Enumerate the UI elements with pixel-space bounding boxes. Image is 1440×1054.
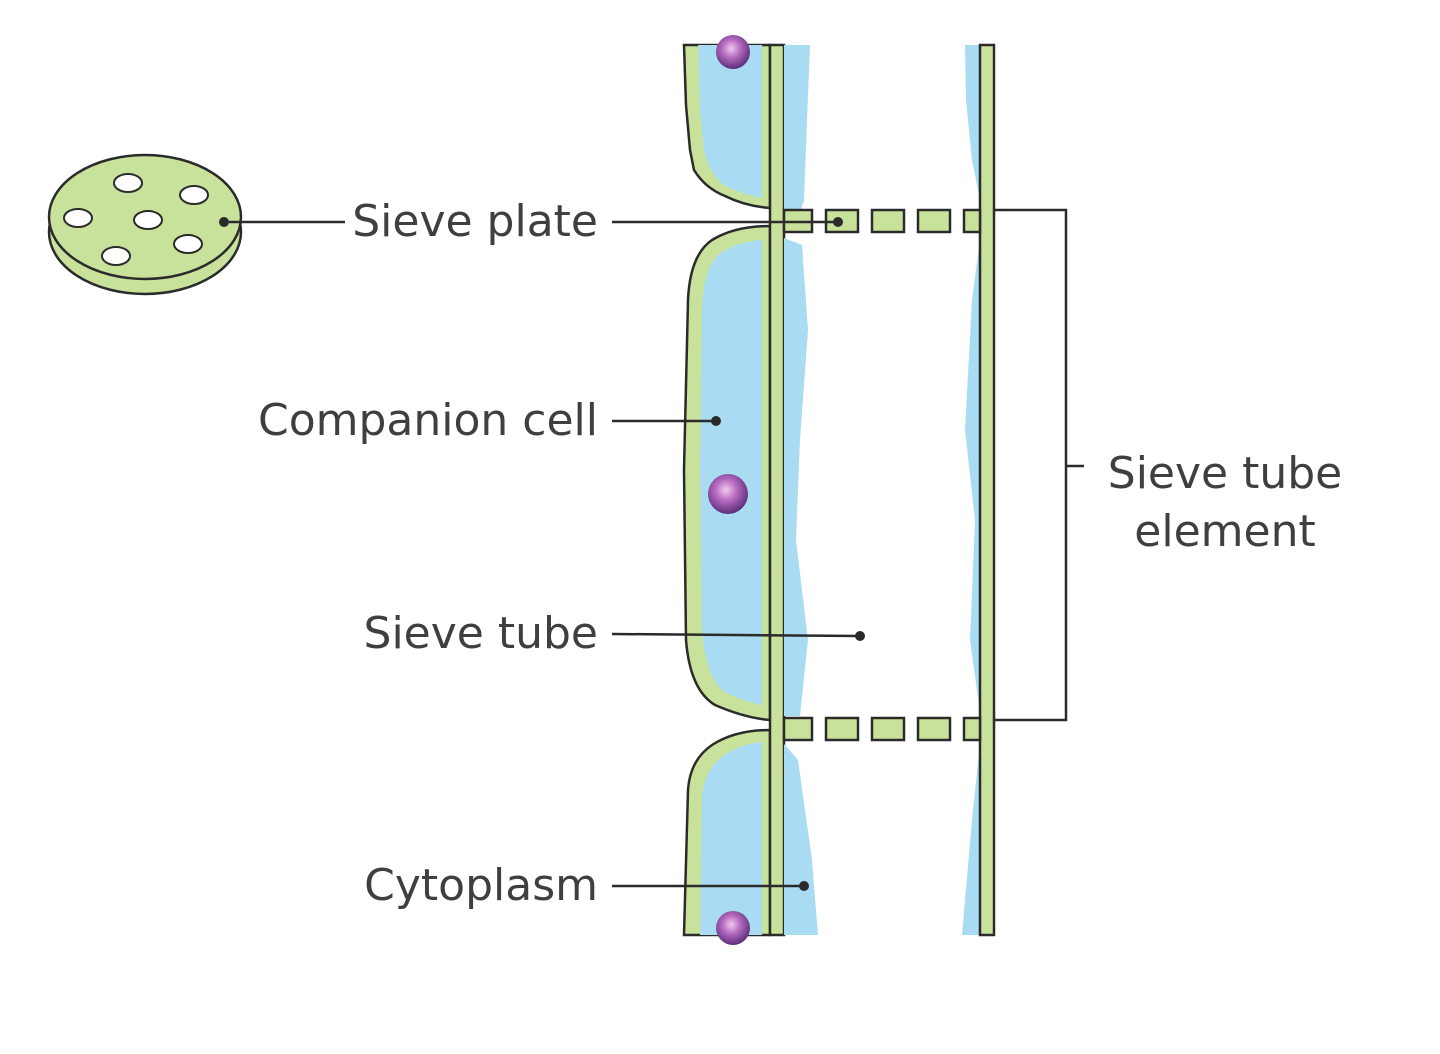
label-cytoplasm: Cytoplasm xyxy=(364,860,598,911)
leader-sieve-tube xyxy=(611,632,861,638)
label-sieve-tube-element-line1: Sieve tube xyxy=(1107,448,1343,499)
sieve-plate-bottom xyxy=(782,716,982,742)
sieve-tube-left-wall xyxy=(768,43,818,937)
nuclei xyxy=(708,35,750,945)
label-sieve-tube-element: Sieve tube element xyxy=(1095,445,1355,561)
nucleus-bottom xyxy=(716,911,750,945)
sieve-tube-right-wall xyxy=(962,43,996,937)
label-sieve-tube-element-line2: element xyxy=(1134,506,1316,557)
leader-lines xyxy=(229,208,1084,888)
bracket-sieve-tube-element xyxy=(994,208,1068,722)
label-sieve-plate: Sieve plate xyxy=(352,196,598,247)
sieve-plate-disc xyxy=(47,153,243,296)
leader-dots xyxy=(711,217,865,891)
label-companion-cell: Companion cell xyxy=(257,395,598,446)
nucleus-top xyxy=(716,35,750,69)
companion-cells xyxy=(682,43,772,937)
nucleus-middle xyxy=(708,474,748,514)
sieve-plate-pores xyxy=(63,173,209,266)
label-sieve-tube: Sieve tube xyxy=(363,608,598,659)
